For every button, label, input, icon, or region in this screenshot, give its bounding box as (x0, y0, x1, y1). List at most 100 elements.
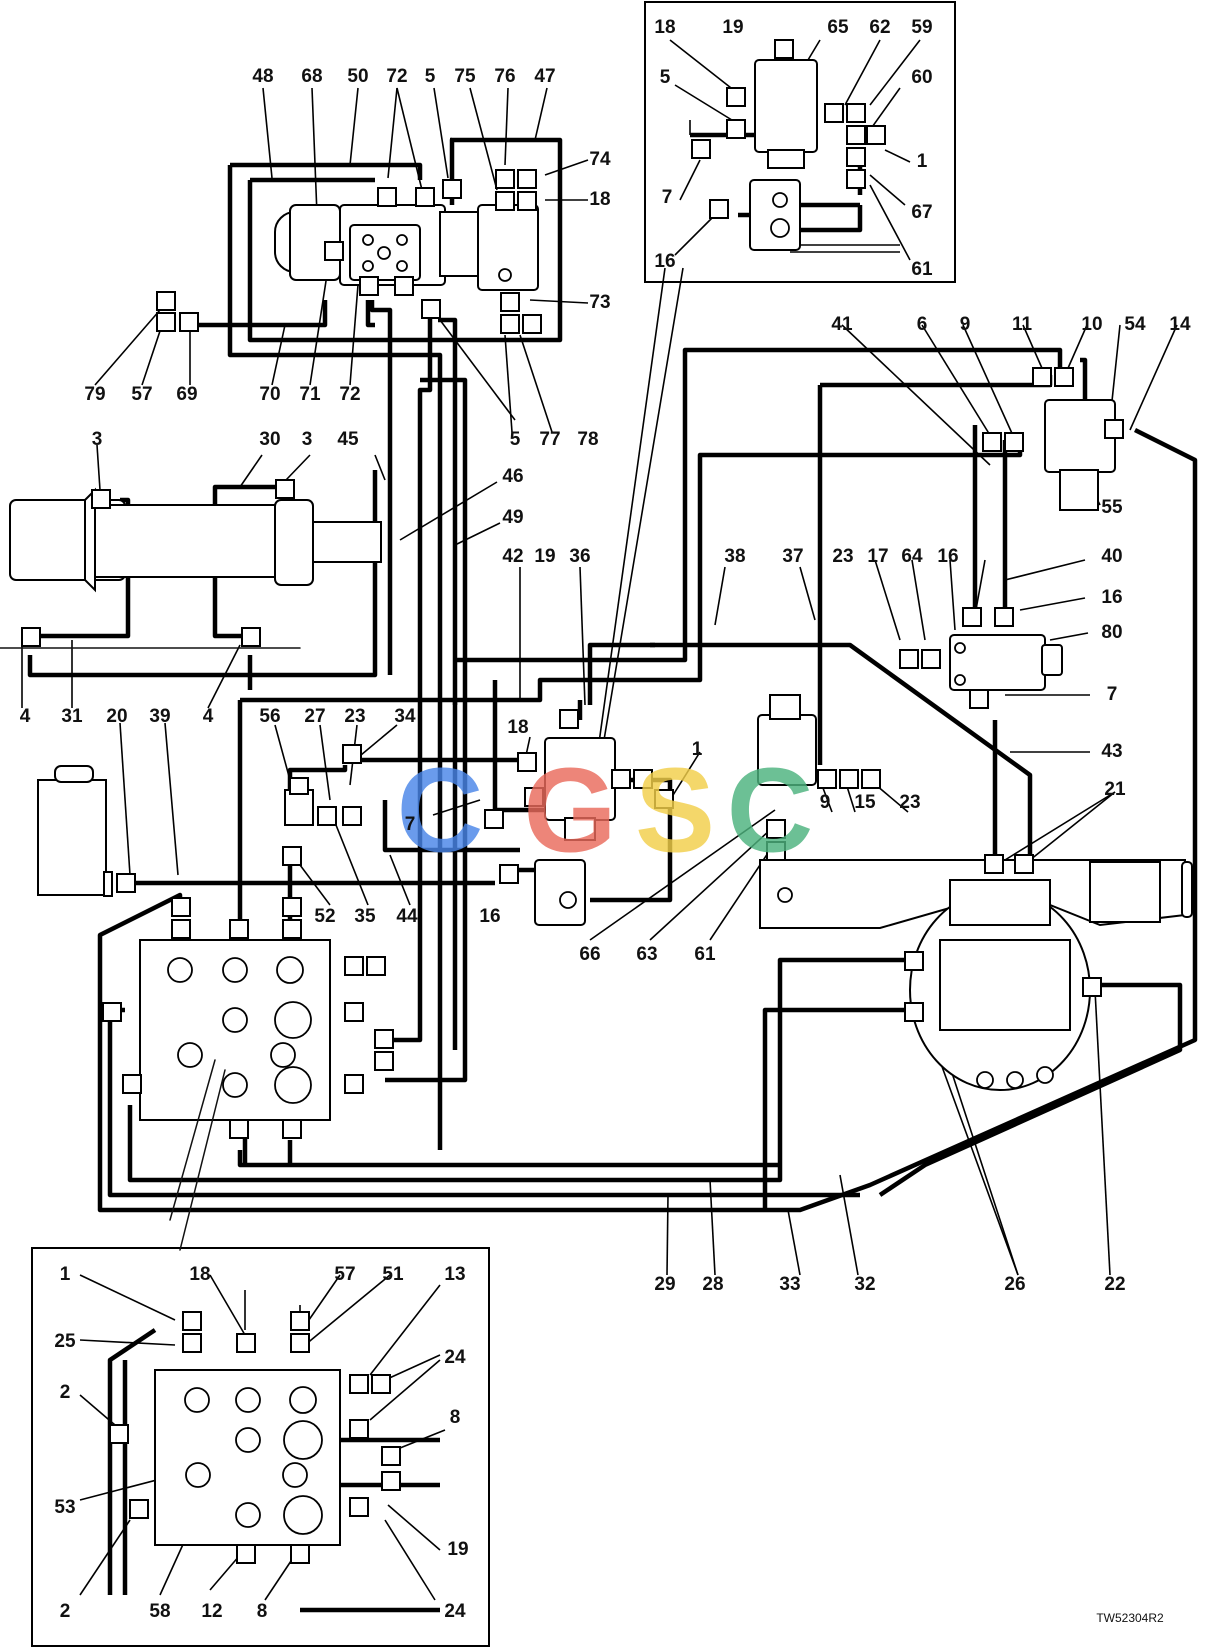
hose-lines (27, 137, 1198, 1213)
fitting-ports (21, 39, 1124, 1564)
callout-57: 57 (131, 384, 152, 405)
callout-25: 25 (54, 1331, 76, 1352)
callout-47: 47 (534, 66, 555, 87)
callout-5: 5 (425, 66, 436, 87)
callout-20: 20 (106, 706, 127, 727)
callout-58: 58 (149, 1601, 170, 1622)
watermark-letter-2: G (523, 744, 616, 878)
callout-28: 28 (702, 1274, 723, 1295)
callout-34: 34 (394, 706, 416, 727)
callout-23: 23 (899, 792, 920, 813)
right-valves (949, 399, 1116, 691)
callout-9: 9 (820, 792, 831, 813)
callout-27: 27 (304, 706, 325, 727)
callout-44: 44 (396, 906, 418, 927)
callout-19: 19 (722, 17, 743, 38)
callout-63: 63 (636, 944, 657, 965)
callout-61: 61 (911, 259, 933, 280)
callout-16: 16 (479, 906, 500, 927)
callout-40: 40 (1101, 546, 1122, 567)
callout-18: 18 (189, 1264, 210, 1285)
callout-24: 24 (444, 1347, 466, 1368)
callout-30: 30 (259, 429, 280, 450)
callout-16: 16 (654, 251, 675, 272)
callout-79: 79 (84, 384, 105, 405)
callout-5: 5 (510, 429, 521, 450)
callout-8: 8 (257, 1601, 268, 1622)
callout-68: 68 (301, 66, 322, 87)
callout-7: 7 (1107, 684, 1118, 705)
callout-29: 29 (654, 1274, 675, 1295)
callout-42: 42 (502, 546, 523, 567)
callout-52: 52 (314, 906, 335, 927)
callout-37: 37 (782, 546, 803, 567)
callout-5: 5 (660, 67, 671, 88)
callout-1: 1 (692, 739, 703, 760)
callout-18: 18 (589, 189, 610, 210)
callout-60: 60 (911, 67, 932, 88)
callout-16: 16 (937, 546, 958, 567)
callout-10: 10 (1081, 314, 1102, 335)
callout-49: 49 (502, 507, 523, 528)
callout-4: 4 (203, 706, 214, 727)
callout-48: 48 (252, 66, 273, 87)
watermark-letter-4: C (727, 744, 814, 878)
callout-45: 45 (337, 429, 359, 450)
boom-cylinder (0, 487, 382, 649)
figure-reference: TW52304R2 (1096, 1611, 1164, 1625)
callout-74: 74 (589, 149, 611, 170)
callout-36: 36 (569, 546, 590, 567)
callout-24: 24 (444, 1601, 466, 1622)
main-valve (139, 939, 331, 1121)
callout-75: 75 (454, 66, 476, 87)
inset-frame-top (644, 1, 956, 283)
callout-46: 46 (502, 466, 523, 487)
callout-35: 35 (354, 906, 376, 927)
callout-70: 70 (259, 384, 280, 405)
callout-labels: 18 19 65 62 59 5 60 1 7 67 16 61 48 68 5… (20, 17, 1191, 1622)
callout-33: 33 (779, 1274, 800, 1295)
callout-4: 4 (20, 706, 31, 727)
callout-7: 7 (662, 187, 673, 208)
callout-2: 2 (60, 1601, 71, 1622)
callout-17: 17 (867, 546, 888, 567)
callout-72: 72 (386, 66, 407, 87)
callout-3: 3 (92, 429, 103, 450)
watermark-letter-1: C (397, 744, 484, 878)
callout-15: 15 (854, 792, 876, 813)
callout-21: 21 (1104, 779, 1126, 800)
callout-64: 64 (901, 546, 923, 567)
callout-26: 26 (1004, 1274, 1025, 1295)
callout-67: 67 (911, 202, 932, 223)
pump-assembly (274, 204, 539, 291)
tank (37, 765, 113, 897)
callout-12: 12 (201, 1601, 222, 1622)
callout-23: 23 (344, 706, 365, 727)
callout-78: 78 (577, 429, 598, 450)
callout-61: 61 (694, 944, 716, 965)
frame-and-motor (759, 859, 1193, 1091)
callout-39: 39 (149, 706, 170, 727)
callout-43: 43 (1101, 741, 1122, 762)
callout-2: 2 (60, 1382, 71, 1403)
callout-1: 1 (917, 151, 928, 172)
callout-11: 11 (1012, 314, 1033, 335)
callout-38: 38 (724, 546, 745, 567)
callout-55: 55 (1101, 497, 1123, 518)
callout-69: 69 (176, 384, 197, 405)
watermark: C G S C (397, 744, 814, 878)
callout-59: 59 (911, 17, 932, 38)
callout-73: 73 (589, 292, 610, 313)
callout-65: 65 (827, 17, 849, 38)
callout-51: 51 (382, 1264, 404, 1285)
callout-77: 77 (539, 429, 560, 450)
callout-18: 18 (654, 17, 675, 38)
callout-22: 22 (1104, 1274, 1125, 1295)
callout-3: 3 (302, 429, 313, 450)
callout-72: 72 (339, 384, 360, 405)
callout-6: 6 (917, 314, 928, 335)
callout-1: 1 (60, 1264, 71, 1285)
bottom-inset-valve (79, 1059, 446, 1613)
callout-50: 50 (347, 66, 368, 87)
